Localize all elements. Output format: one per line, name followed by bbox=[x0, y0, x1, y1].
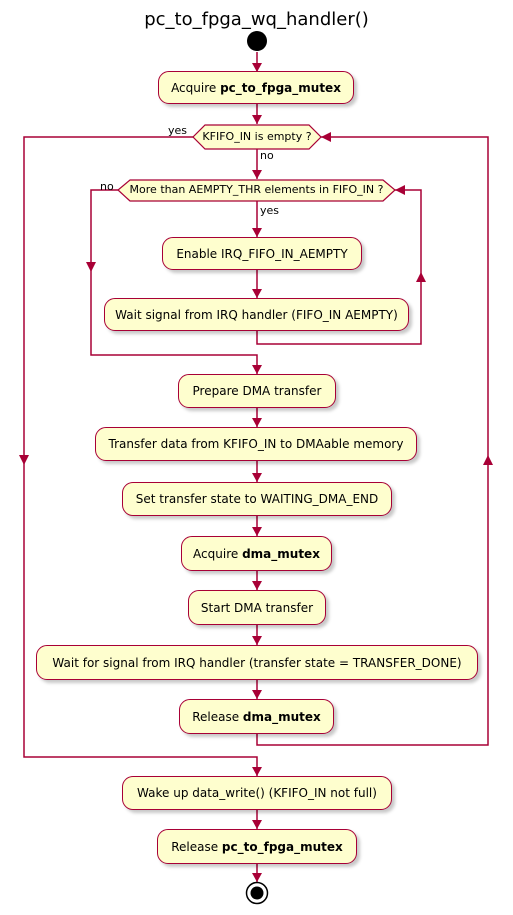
node-label: Set transfer state to WAITING_DMA_END bbox=[135, 492, 379, 506]
node-label: Acquire bbox=[171, 80, 221, 95]
node-label: Release bbox=[171, 839, 222, 854]
node-label: Wait for signal from IRQ handler (transf… bbox=[52, 655, 462, 670]
arrowhead bbox=[252, 170, 262, 179]
node-label: Prepare DMA transfer bbox=[192, 384, 322, 398]
release-dma-mutex-node: Release dma_mutex bbox=[179, 699, 334, 734]
arrowhead bbox=[252, 418, 262, 427]
arrowhead bbox=[252, 473, 262, 482]
set-transfer-state-node: Set transfer state to WAITING_DMA_END bbox=[122, 482, 392, 516]
node-label: Release bbox=[192, 709, 243, 724]
decision-more-than-diamond bbox=[117, 179, 396, 202]
arrowhead bbox=[252, 873, 262, 882]
node-label: Transfer data from KFIFO_IN to DMAable m… bbox=[108, 437, 404, 451]
arrowhead bbox=[252, 527, 262, 536]
arrowhead bbox=[252, 228, 262, 237]
diagram-title: pc_to_fpga_wq_handler() bbox=[144, 9, 369, 30]
decision-more-than-no-label: no bbox=[100, 180, 114, 193]
edge bbox=[256, 136, 489, 746]
arrowhead bbox=[395, 185, 405, 195]
arrowhead bbox=[416, 272, 426, 282]
decision-kfifo-empty-label: KFIFO_IN is empty ? bbox=[202, 130, 312, 143]
node-label: Wait signal from IRQ handler (FIFO_IN AE… bbox=[115, 307, 398, 322]
transfer-data-node: Transfer data from KFIFO_IN to DMAable m… bbox=[95, 427, 417, 461]
decision-more-than-yes-label: yes bbox=[260, 204, 280, 217]
arrowhead bbox=[252, 820, 262, 829]
node-label: Wake up data_write() (KFIFO_IN not full) bbox=[137, 786, 377, 800]
arrowhead bbox=[19, 455, 29, 465]
arrowhead bbox=[252, 690, 262, 699]
arrowhead bbox=[321, 132, 331, 142]
end-node-dot bbox=[250, 886, 264, 900]
arrowhead bbox=[252, 115, 262, 124]
wake-up-data-write-node: Wake up data_write() (KFIFO_IN not full) bbox=[122, 776, 392, 810]
node-label: Start DMA transfer bbox=[200, 600, 314, 615]
end-node-ring bbox=[245, 881, 269, 905]
decision-kfifo-empty-yes-label: yes bbox=[168, 124, 188, 137]
node-label-bold: dma_mutex bbox=[242, 546, 320, 561]
edge bbox=[90, 189, 258, 374]
arrowhead bbox=[252, 767, 262, 776]
acquire-dma-mutex-node: Acquire dma_mutex bbox=[181, 536, 332, 571]
edge bbox=[23, 136, 258, 776]
wait-transfer-done-node: Wait for signal from IRQ handler (transf… bbox=[36, 645, 478, 680]
node-label: Enable IRQ_FIFO_IN_AEMPTY bbox=[176, 246, 348, 261]
node-label-bold: dma_mutex bbox=[242, 709, 321, 724]
prepare-dma-node: Prepare DMA transfer bbox=[178, 374, 336, 408]
arrowhead bbox=[86, 262, 96, 272]
start-node bbox=[247, 31, 267, 51]
start-dma-node: Start DMA transfer bbox=[188, 590, 326, 625]
arrowhead bbox=[252, 581, 262, 590]
decision-kfifo-empty-diamond bbox=[192, 124, 322, 150]
wait-irq-aempty-node: Wait signal from IRQ handler (FIFO_IN AE… bbox=[104, 298, 409, 331]
release-pc-mutex-node: Release pc_to_fpga_mutex bbox=[157, 829, 357, 864]
node-label-bold: pc_to_fpga_mutex bbox=[221, 839, 343, 854]
arrowhead bbox=[252, 63, 262, 72]
node-label-bold: pc_to_fpga_mutex bbox=[220, 80, 341, 95]
node-label: Acquire bbox=[193, 546, 243, 561]
arrowhead bbox=[252, 365, 262, 374]
decision-more-than-label: More than AEMPTY_THR elements in FIFO_IN… bbox=[129, 183, 384, 196]
decision-kfifo-empty-no-label: no bbox=[260, 149, 274, 162]
arrowhead bbox=[483, 455, 493, 465]
arrowhead bbox=[252, 636, 262, 645]
arrowhead bbox=[252, 289, 262, 298]
enable-irq-node: Enable IRQ_FIFO_IN_AEMPTY bbox=[162, 237, 362, 270]
acquire-pc-mutex-node: Acquire pc_to_fpga_mutex bbox=[158, 71, 354, 104]
edge bbox=[256, 189, 422, 345]
